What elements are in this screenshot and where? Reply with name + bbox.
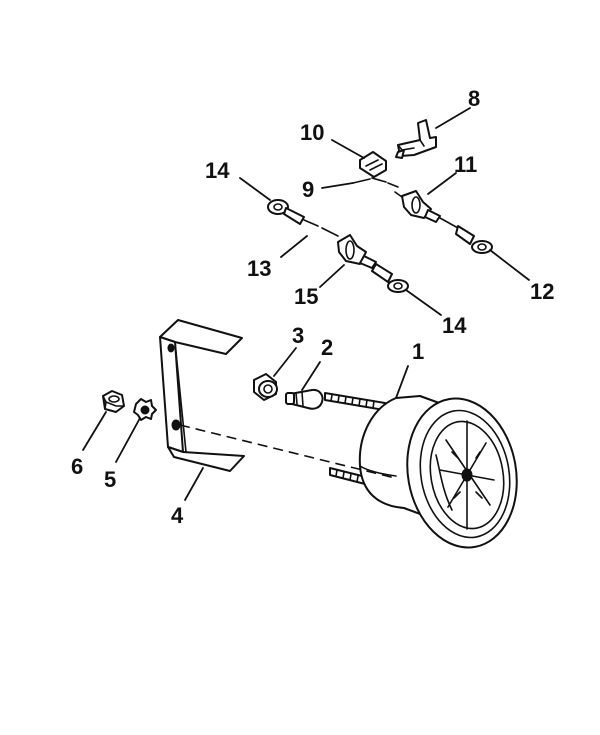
- wire-lead-part-15: [337, 234, 393, 283]
- gauge-dial-face: [429, 420, 505, 530]
- wire-part-9: [352, 177, 399, 188]
- lockwasher-part-5: [133, 398, 157, 421]
- callout-11: 11: [454, 152, 477, 177]
- terminal-part-8: [395, 119, 437, 159]
- ring-terminal-part-12: [471, 240, 493, 254]
- callout-14-upper: 14: [205, 158, 230, 183]
- bulb-part-2: [285, 388, 324, 410]
- wire-part-13: [303, 219, 339, 237]
- leader-lines: [82, 107, 530, 501]
- assembly-line: [179, 424, 396, 479]
- callout-8: 8: [468, 86, 480, 111]
- callout-10: 10: [300, 120, 324, 145]
- callout-15: 15: [294, 284, 318, 309]
- clip-part-10: [359, 151, 387, 178]
- callout-2: 2: [321, 335, 333, 360]
- ring-terminal-part-14-upper: [267, 199, 305, 225]
- nut-part-6: [102, 390, 125, 413]
- callout-4: 4: [171, 503, 184, 528]
- callout-6: 6: [71, 454, 83, 479]
- wire-lead-part-11: [394, 190, 475, 245]
- ring-terminal-part-14-lower: [387, 279, 409, 293]
- callout-5: 5: [104, 467, 116, 492]
- gauge-part-1: [324, 392, 518, 549]
- gauge-mounting-stud-upper: [324, 392, 386, 411]
- callout-14-lower: 14: [442, 313, 467, 338]
- callout-12: 12: [530, 279, 554, 304]
- callout-1: 1: [412, 339, 424, 364]
- callout-13: 13: [247, 256, 271, 281]
- callout-9: 9: [302, 177, 314, 202]
- socket-part-3: [253, 373, 278, 401]
- callout-3: 3: [292, 323, 304, 348]
- bracket-part-4: [159, 319, 245, 472]
- callout-labels: 1 2 3 4 5 6 8 9 10 11 12 13 14 14 15: [71, 86, 554, 528]
